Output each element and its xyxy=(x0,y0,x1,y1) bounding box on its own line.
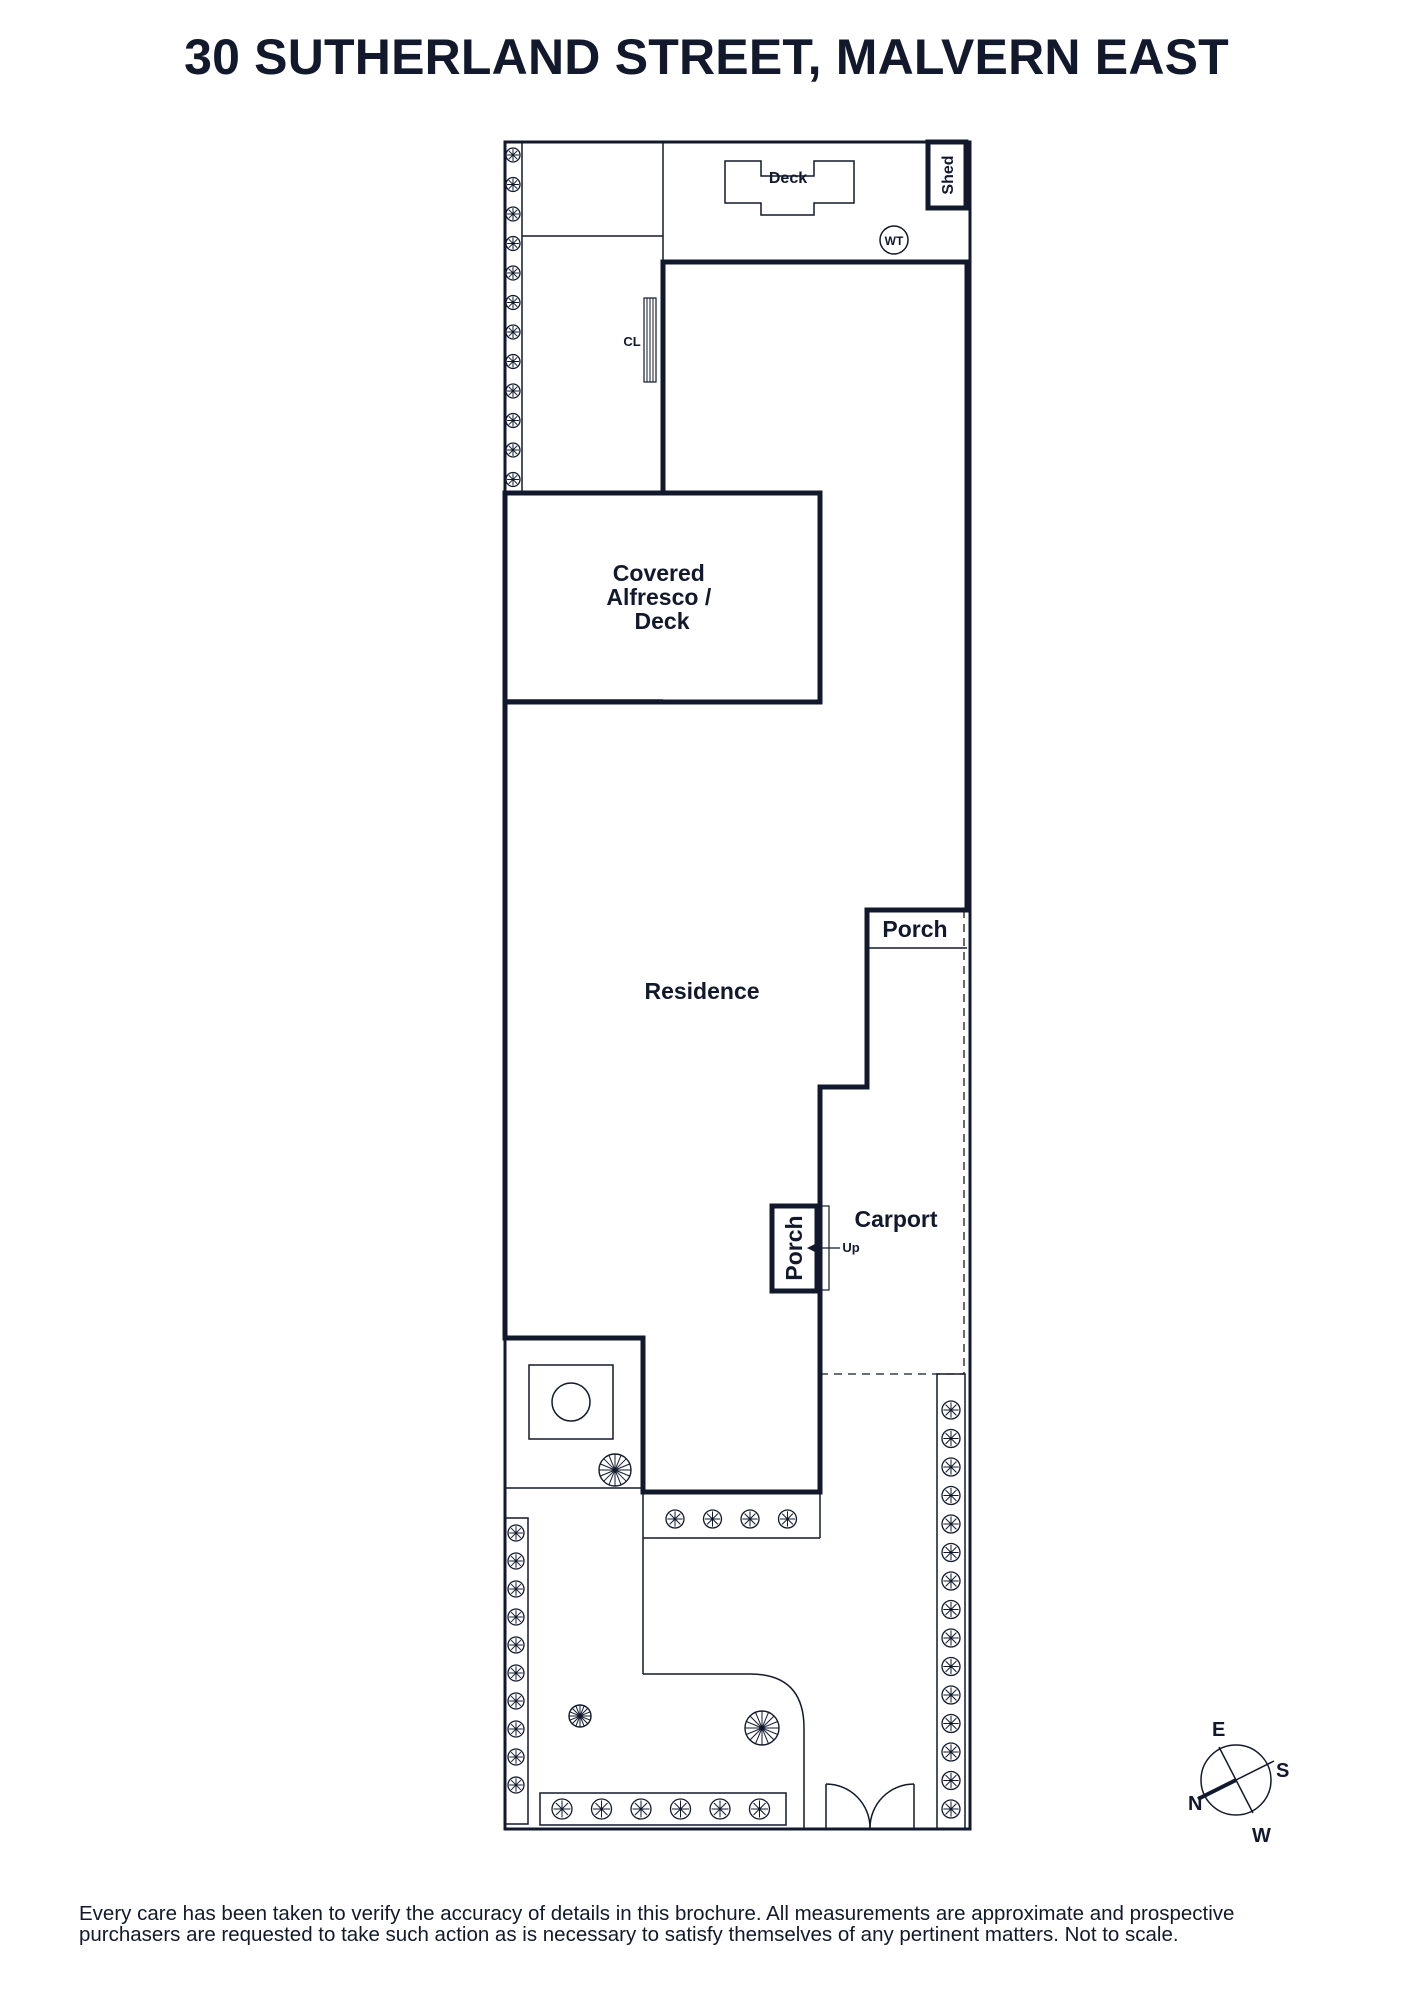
shrub-icon xyxy=(507,1720,525,1738)
residence-label: Residence xyxy=(644,978,759,1004)
page-title: 30 SUTHERLAND STREET, MALVERN EAST xyxy=(184,29,1229,85)
shrub-icon xyxy=(507,1664,525,1682)
shrub-icon xyxy=(748,1798,771,1820)
shrub-icon xyxy=(505,471,521,488)
shrub-icon xyxy=(507,1636,525,1654)
shrub-icon xyxy=(941,1685,961,1705)
water-tank xyxy=(879,225,909,255)
hedge-rear-left xyxy=(505,147,521,488)
shrub-icon xyxy=(630,1798,652,1820)
shrub-icon xyxy=(941,1542,961,1563)
compass: N E S W xyxy=(1188,1719,1289,1847)
covered-alfresco-line-3: Deck xyxy=(635,608,690,634)
disclaimer: Every care has been taken to verify the … xyxy=(79,1903,1359,1945)
shrub-icon xyxy=(702,1509,723,1529)
shrub-icon xyxy=(590,1798,613,1820)
shrub-icon xyxy=(507,1608,525,1626)
shrub-icon xyxy=(505,294,521,311)
disclaimer-line-1: Every care has been taken to verify the … xyxy=(79,1902,1235,1925)
fire-pit-surround xyxy=(528,1364,614,1440)
shrub-icon xyxy=(941,1457,961,1477)
shrub-icon xyxy=(941,1514,961,1534)
shrub-icon xyxy=(505,353,521,370)
compass-north: N xyxy=(1188,1793,1202,1815)
clothesline-label: CL xyxy=(623,334,640,349)
hedge-front-left-bed xyxy=(504,1517,529,1825)
shrub-icon xyxy=(505,265,521,281)
front-porch-label: Porch xyxy=(781,1215,807,1280)
shrub-icon xyxy=(941,1571,961,1591)
shrub-icon xyxy=(777,1509,798,1529)
shrub-icon xyxy=(505,383,521,399)
shrub-icon xyxy=(941,1428,961,1449)
shrub-icon xyxy=(669,1798,692,1820)
shrub-icon xyxy=(505,412,521,429)
shrub-icon xyxy=(507,1692,525,1710)
shrub-icon xyxy=(507,1748,525,1766)
hedge-front-bottom-bed xyxy=(539,1792,787,1826)
front-gate xyxy=(825,1783,915,1829)
shrub-icon xyxy=(505,147,521,163)
compass-east: E xyxy=(1212,1719,1225,1741)
compass-north-needle xyxy=(1197,1778,1237,1801)
shrub-icon xyxy=(507,1776,525,1794)
shrub-icon xyxy=(941,1599,961,1620)
hedge-right-bed xyxy=(936,1373,966,1830)
covered-alfresco-label: Covered Alfresco / Deck xyxy=(606,560,717,634)
shrub-icon xyxy=(941,1742,961,1762)
tree-icon xyxy=(744,1710,780,1746)
shrub-icon xyxy=(941,1799,961,1819)
shrub-icon xyxy=(941,1400,961,1420)
deck-outline xyxy=(724,160,855,216)
shrub-icon xyxy=(505,206,521,222)
shrub-icon xyxy=(505,176,521,193)
stair-arrowhead xyxy=(807,1244,815,1252)
side-porch-label: Porch xyxy=(882,916,947,942)
shrub-icon xyxy=(941,1770,961,1791)
compass-ring xyxy=(1200,1744,1272,1816)
shrub-icon xyxy=(941,1713,961,1734)
residence-outline xyxy=(502,259,970,1495)
shrub-icon xyxy=(665,1509,685,1529)
water-tank-label: WT xyxy=(885,234,904,248)
deck-label: Deck xyxy=(769,170,807,187)
shrub-icon xyxy=(505,235,521,252)
shrub-icon xyxy=(505,324,521,340)
compass-west: W xyxy=(1252,1825,1271,1847)
shrub-icon xyxy=(507,1552,525,1570)
fire-pit xyxy=(551,1382,591,1422)
tree-icon xyxy=(568,1704,592,1728)
shrub-icon xyxy=(551,1798,573,1820)
shed xyxy=(925,139,969,211)
shrub-icon xyxy=(709,1798,731,1820)
shrub-icon xyxy=(507,1580,525,1598)
covered-alfresco-line-1: Covered xyxy=(613,560,705,586)
trees xyxy=(568,1453,780,1746)
shrub-icon xyxy=(941,1485,961,1506)
shrub-icon xyxy=(941,1656,961,1677)
shrub-icon xyxy=(505,442,521,458)
shrub-icon xyxy=(740,1509,760,1529)
compass-south: S xyxy=(1276,1760,1289,1782)
compass-sw-line xyxy=(1218,1746,1254,1814)
hedges-front xyxy=(507,1400,961,1820)
disclaimer-line-2: purchasers are requested to take such ac… xyxy=(79,1923,1179,1946)
covered-alfresco-line-2: Alfresco / xyxy=(606,584,711,610)
shrub-icon xyxy=(941,1628,961,1648)
stair-up-label: Up xyxy=(842,1240,859,1255)
tree-icon xyxy=(598,1453,632,1487)
carport-label: Carport xyxy=(854,1206,937,1232)
yard-lines-front xyxy=(505,1487,821,1829)
shrub-icon xyxy=(507,1524,525,1542)
shed-label: Shed xyxy=(940,155,957,194)
